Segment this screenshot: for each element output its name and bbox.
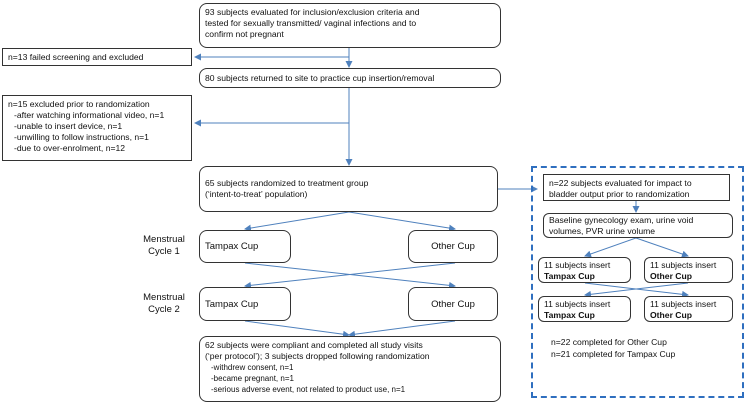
excluded-item: -unable to insert device, n=1	[14, 121, 123, 131]
excluded-title: n=15 excluded prior to randomization	[8, 99, 150, 109]
sub-r1-other-box: 11 subjects insert Other Cup	[644, 257, 733, 283]
compliant-box: 62 subjects were compliant and completed…	[199, 336, 501, 402]
excluded-item: -due to over-enrolment, n=12	[14, 143, 126, 153]
excluded-box: n=15 excluded prior to randomization -af…	[2, 95, 192, 161]
arrow-baseline-to-r1-right	[635, 237, 689, 258]
returned-text: 80 subjects returned to site to practice…	[205, 72, 435, 83]
sub-r2-other-bold: Other Cup	[650, 310, 693, 320]
cycle2-tampax-text: Tampax Cup	[205, 298, 259, 310]
substudy-panel	[531, 166, 744, 398]
sub-r1-other-text: 11 subjects insert	[650, 260, 717, 270]
cycle1-tampax-text: Tampax Cup	[205, 241, 259, 252]
arrow-baseline-to-r1-left	[584, 237, 637, 258]
arrow-randomized-to-c1-left	[244, 211, 350, 232]
sub-r2-other-text: 11 subjects insert	[650, 299, 717, 309]
cycle-1-label: Menstrual Cycle 1	[136, 234, 192, 258]
sub-r1-tampax-bold: Tampax Cup	[544, 271, 595, 281]
sub-r2-tampax-bold: Tampax Cup	[544, 310, 595, 320]
substudy-completed-line: n=22 completed for Other Cup	[551, 337, 667, 347]
substudy-completed: n=22 completed for Other Cup n=21 comple…	[551, 336, 675, 360]
returned-box: 80 subjects returned to site to practice…	[199, 68, 501, 88]
arrow-randomized-to-c1-right	[348, 211, 456, 232]
arrow-r1-right-to-r2-left	[584, 282, 689, 298]
randomized-line: 65 subjects randomized to treatment grou…	[205, 178, 369, 188]
substudy-evaluated-line: bladder output prior to randomization	[549, 189, 690, 199]
substudy-completed-line: n=21 completed for Tampax Cup	[551, 349, 676, 359]
cycle-1-line: Menstrual	[143, 234, 185, 245]
evaluated-line: 93 subjects evaluated for inclusion/excl…	[205, 7, 420, 17]
evaluated-box: 93 subjects evaluated for inclusion/excl…	[199, 3, 501, 48]
baseline-box: Baseline gynecology exam, urine void vol…	[543, 213, 733, 238]
cycle1-other-box: Other Cup	[408, 230, 498, 263]
dropped-item: -became pregnant, n=1	[211, 374, 294, 383]
sub-r1-other-bold: Other Cup	[650, 271, 693, 281]
sub-r2-tampax-text: 11 subjects insert	[544, 299, 611, 309]
randomized-box: 65 subjects randomized to treatment grou…	[199, 166, 498, 212]
evaluated-line: tested for sexually transmitted/ vaginal…	[205, 18, 417, 28]
dropped-item: -withdrew consent, n=1	[211, 363, 294, 372]
arrow-c1-right-to-c2-left	[244, 262, 456, 289]
dropped-item: -serious adverse event, not related to p…	[211, 385, 406, 394]
sub-r1-tampax-text: 11 subjects insert	[544, 260, 611, 270]
cycle1-other-text: Other Cup	[431, 241, 475, 252]
excluded-item: -unwilling to follow instructions, n=1	[14, 132, 149, 142]
sub-r2-tampax-box: 11 subjects insert Tampax Cup	[538, 296, 631, 322]
substudy-evaluated-box: n=22 subjects evaluated for impact to bl…	[543, 174, 730, 201]
sub-r2-other-box: 11 subjects insert Other Cup	[644, 296, 733, 322]
excluded-item: -after watching informational video, n=1	[14, 110, 165, 120]
cycle-2-line: Menstrual	[143, 292, 185, 303]
arrow-c2-left-to-compliant	[244, 320, 350, 338]
failed-screening-text: n=13 failed screening and excluded	[8, 51, 144, 62]
compliant-line: 62 subjects were compliant and completed…	[205, 340, 423, 350]
failed-screening-box: n=13 failed screening and excluded	[2, 48, 192, 66]
cycle2-tampax-box: Tampax Cup	[199, 287, 291, 321]
compliant-line: (‘per protocol’); 3 subjects dropped fol…	[205, 351, 430, 361]
substudy-evaluated-line: n=22 subjects evaluated for impact to	[549, 178, 692, 188]
sub-r1-tampax-box: 11 subjects insert Tampax Cup	[538, 257, 631, 283]
baseline-line: Baseline gynecology exam, urine void	[549, 215, 694, 225]
cycle-2-label: Menstrual Cycle 2	[136, 292, 192, 316]
cycle1-tampax-box: Tampax Cup	[199, 230, 291, 263]
evaluated-line: confirm not pregnant	[205, 29, 284, 39]
cycle2-other-text: Other Cup	[431, 298, 475, 310]
baseline-line: volumes, PVR urine volume	[549, 226, 656, 236]
randomized-line: (‘intent-to-treat’ population)	[205, 189, 308, 199]
cycle-2-line: Cycle 2	[148, 304, 180, 315]
arrow-c2-right-to-compliant	[348, 320, 456, 338]
cycle-1-line: Cycle 1	[148, 246, 180, 257]
cycle2-other-box: Other Cup	[408, 287, 498, 321]
